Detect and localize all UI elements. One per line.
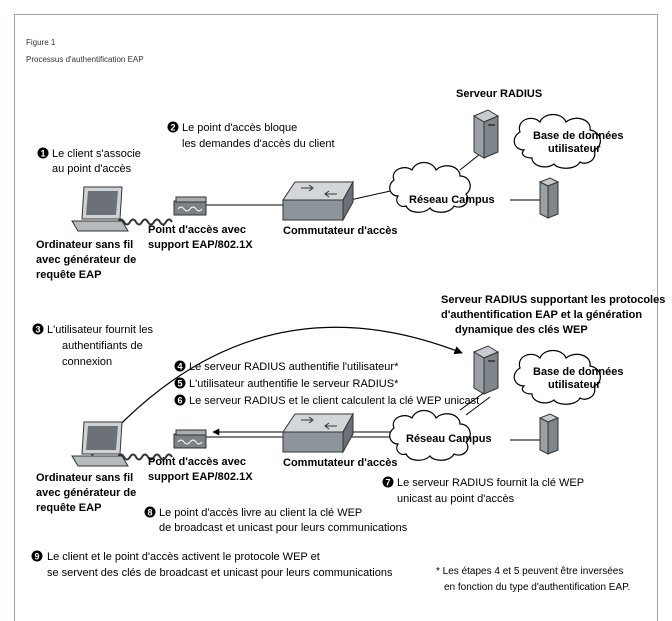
step-9-text-line2: se servent des clés de broadcast et unic…	[47, 567, 393, 579]
radius-server-title: Serveur RADIUS	[456, 88, 542, 100]
wireless-link-icon	[117, 218, 173, 226]
step-3-text-line3: connexion	[62, 356, 112, 368]
laptop-label-line1: Ordinateur sans fil	[36, 239, 133, 251]
step-9-text-line1: Le client et le point d'accès activent l…	[47, 551, 320, 563]
svg-text:6: 6	[177, 396, 182, 406]
laptop-label-line2: avec générateur de	[36, 487, 136, 499]
step-4-badge: 4	[174, 360, 186, 372]
laptop-label-line3: requête EAP	[36, 269, 101, 281]
step-1-text-line1: Le client s'associe	[52, 148, 141, 160]
server-icon	[538, 177, 560, 219]
svg-text:4: 4	[177, 362, 182, 372]
svg-text:8: 8	[147, 508, 152, 518]
step-3-text-line2: authentifiants de	[62, 340, 143, 352]
campus-network-label: Réseau Campus	[406, 433, 492, 445]
database-label-line2: utilisateur	[548, 143, 601, 155]
figure-label: Figure 1	[26, 38, 56, 47]
campus-network-label: Réseau Campus	[409, 194, 495, 206]
radius-server-icon	[472, 345, 500, 395]
svg-text:2: 2	[170, 123, 175, 133]
ap-label-line1: Point d'accès avec	[148, 224, 246, 236]
laptop-icon	[71, 421, 129, 467]
step-1-badge: 1	[37, 147, 49, 159]
footnote-line2: en fonction du type d'authentification E…	[444, 582, 630, 593]
step-7-badge: 7	[382, 476, 394, 488]
svg-text:7: 7	[385, 478, 390, 488]
step-6-badge: 6	[174, 394, 186, 406]
step-7-text-line1: Le serveur RADIUS fournit la clé WEP	[397, 477, 584, 489]
step-8-badge: 8	[144, 506, 156, 518]
svg-text:1: 1	[40, 149, 45, 159]
step-5-badge: 5	[174, 377, 186, 389]
campus-cloud-icon	[389, 409, 471, 461]
laptop-icon	[71, 186, 129, 232]
ap-label-line2: support EAP/802.1X	[148, 239, 253, 251]
laptop-label-line1: Ordinateur sans fil	[36, 472, 133, 484]
database-cloud-icon	[513, 113, 601, 169]
radius-server-title-line3: dynamique des clés WEP	[455, 324, 588, 336]
step-2-text-line2: les demandes d'accès du client	[182, 138, 335, 150]
step-2-text-line1: Le point d'accès bloque	[182, 122, 297, 134]
step-6-text: Le serveur RADIUS et le client calculent…	[189, 395, 479, 407]
figure-frame	[14, 14, 658, 621]
radius-server-title-line2: d'authentification EAP et la génération	[441, 309, 642, 321]
step-1-text-line2: au point d'accès	[52, 163, 132, 175]
ap-label-line1: Point d'accès avec	[148, 456, 246, 468]
step-2-badge: 2	[167, 121, 179, 133]
radius-server-title-line1: Serveur RADIUS supportant les protocoles	[441, 294, 665, 306]
campus-cloud-icon	[389, 161, 471, 213]
step-3-badge: 3	[32, 323, 44, 335]
database-label-line2: utilisateur	[548, 379, 601, 391]
credentials-arrow	[91, 326, 463, 456]
laptop-label-line3: requête EAP	[36, 502, 101, 514]
step-8-text-line2: de broadcast et unicast pour leurs commu…	[159, 522, 408, 534]
step-5-text: L'utilisateur authentifie le serveur RAD…	[189, 378, 399, 390]
svg-text:9: 9	[34, 552, 39, 562]
svg-text:5: 5	[177, 379, 182, 389]
laptop-label-line2: avec générateur de	[36, 254, 136, 266]
database-label-line1: Base de données	[533, 130, 623, 142]
access-point-icon	[173, 196, 207, 216]
footnote-line1: * Les étapes 4 et 5 peuvent être inversé…	[436, 566, 623, 577]
access-point-icon	[173, 429, 207, 449]
step-4-text: Le serveur RADIUS authentifie l'utilisat…	[189, 361, 399, 373]
wireless-link-icon	[117, 453, 173, 461]
figure-caption: Processus d'authentification EAP	[26, 55, 144, 64]
step-9-badge: 9	[31, 550, 43, 562]
radius-server-icon	[472, 109, 500, 159]
switch-icon	[282, 180, 354, 222]
database-cloud-icon	[513, 349, 601, 405]
svg-text:3: 3	[35, 325, 40, 335]
bottom-network-links	[205, 391, 545, 441]
switch-icon	[282, 412, 354, 454]
switch-label: Commutateur d'accès	[283, 225, 398, 237]
ap-label-line2: support EAP/802.1X	[148, 471, 253, 483]
step-8-text-line1: Le point d'accès livre au client la clé …	[159, 507, 362, 519]
step-7-text-line2: unicast au point d'accès	[397, 493, 515, 505]
switch-label: Commutateur d'accès	[283, 457, 398, 469]
database-label-line1: Base de données	[533, 366, 623, 378]
server-icon	[538, 413, 560, 455]
step-3-text-line1: L'utilisateur fournit les	[47, 324, 154, 336]
